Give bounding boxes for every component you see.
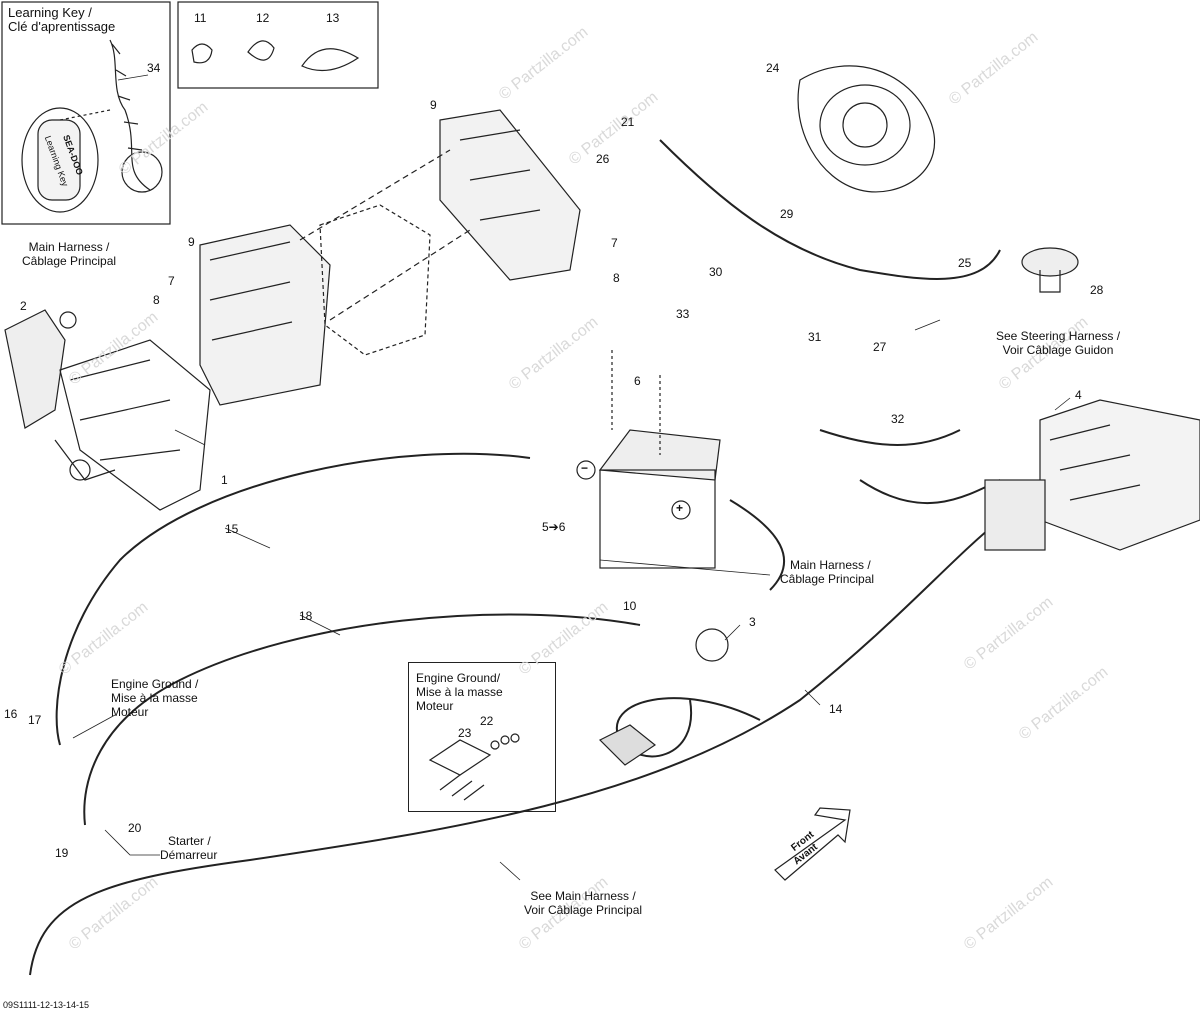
- callout-11: 11: [194, 11, 207, 25]
- engine-ground-box-line2: Mise à la masse: [416, 685, 503, 699]
- callout-30: 30: [709, 265, 723, 279]
- callout-14: 14: [829, 702, 843, 716]
- engine-ground-inset-box: [408, 662, 556, 812]
- diagram-code: 09S1111-12-13-14-15: [3, 1000, 90, 1010]
- callout-9: 9: [430, 98, 437, 112]
- callout-10: 10: [623, 599, 637, 613]
- callout-2: 2: [20, 299, 27, 313]
- callout-1: 1: [221, 473, 228, 487]
- main-harness-right-note: Main Harness / Câblage Principal: [780, 558, 874, 586]
- callout-8: 8: [613, 271, 620, 285]
- callout-28: 28: [1090, 283, 1104, 297]
- steering-harness-note: See Steering Harness / Voir Câblage Guid…: [996, 329, 1120, 357]
- starter-en: Starter /: [168, 834, 211, 848]
- callout-20: 20: [128, 821, 142, 835]
- callout-24: 24: [766, 61, 780, 75]
- callout-26: 26: [596, 152, 610, 166]
- callout-5-6: 5➔6: [542, 520, 566, 534]
- callout-27: 27: [873, 340, 887, 354]
- engine-ground-left-line1: Engine Ground /: [111, 677, 199, 691]
- callout-25: 25: [958, 256, 972, 270]
- callout-18: 18: [299, 609, 313, 623]
- callout-31: 31: [808, 330, 822, 344]
- main-harness-top-note: Main Harness / Câblage Principal: [22, 240, 116, 268]
- engine-ground-left-note: Engine Ground / Mise à la masse Moteur: [111, 677, 198, 719]
- ecu-bracket-illustration: [4, 309, 211, 511]
- callout-7: 7: [168, 274, 175, 288]
- callout-21: 21: [621, 115, 635, 129]
- battery-positive-symbol: +: [676, 501, 684, 515]
- engine-ground-inset-illustration: [428, 733, 520, 801]
- starter-fr: Démarreur: [160, 848, 218, 862]
- learning-key-illustration: [1, 1, 171, 225]
- callout-12: 12: [256, 11, 270, 25]
- see-main-harness-fr: Voir Câblage Principal: [524, 903, 643, 917]
- vent-cap-illustration: [1021, 247, 1079, 293]
- main-harness-top-en: Main Harness /: [28, 240, 110, 254]
- battery-illustration: [576, 350, 721, 569]
- engine-ground-left-line2: Mise à la masse: [111, 691, 198, 705]
- battery-tray-illustration: [199, 109, 581, 406]
- main-harness-top-fr: Câblage Principal: [22, 254, 117, 268]
- gauge-cluster-illustration: [797, 65, 936, 193]
- learning-key-title-fr: Clé d'aprentissage: [8, 19, 116, 34]
- callout-15: 15: [225, 522, 239, 536]
- callout-17: 17: [28, 713, 42, 727]
- fuse-box-illustration: [984, 399, 1200, 551]
- callout-13: 13: [326, 11, 340, 25]
- callout-4: 4: [1075, 388, 1082, 402]
- callout-19: 19: [55, 846, 69, 860]
- callout-7: 7: [611, 236, 618, 250]
- callout-33: 33: [676, 307, 690, 321]
- callout-3: 3: [749, 615, 756, 629]
- steering-harness-fr: Voir Câblage Guidon: [1002, 343, 1114, 357]
- steering-harness-en: See Steering Harness /: [996, 329, 1121, 343]
- learning-key-title: Learning Key /: [8, 5, 92, 20]
- callout-9: 9: [188, 235, 195, 249]
- callout-16: 16: [4, 707, 18, 721]
- starter-note: Starter / Démarreur: [160, 834, 217, 862]
- main-harness-right-fr: Câblage Principal: [780, 572, 875, 586]
- cable-illustration: [29, 139, 1001, 976]
- engine-ground-box-line3: Moteur: [416, 699, 454, 713]
- engine-ground-box-note: Engine Ground/ Mise à la masse Moteur: [416, 671, 503, 713]
- callout-34: 34: [147, 61, 161, 75]
- relay-illustration: [69, 459, 729, 766]
- callout-22: 22: [480, 714, 494, 728]
- callout-23: 23: [458, 726, 472, 740]
- main-harness-right-en: Main Harness /: [790, 558, 871, 572]
- leader-lines: [72, 74, 1071, 881]
- engine-ground-left-line3: Moteur: [111, 705, 149, 719]
- see-main-harness-note: See Main Harness / Voir Câblage Principa…: [524, 889, 642, 917]
- front-arrow-icon: [774, 807, 851, 881]
- see-main-harness-en: See Main Harness /: [530, 889, 636, 903]
- engine-ground-box-line1: Engine Ground/: [416, 671, 501, 685]
- callout-29: 29: [780, 207, 794, 221]
- battery-negative-symbol: −: [581, 461, 589, 475]
- clips-illustration: [177, 1, 379, 89]
- callout-32: 32: [891, 412, 905, 426]
- callout-8: 8: [153, 293, 160, 307]
- callout-6: 6: [634, 374, 641, 388]
